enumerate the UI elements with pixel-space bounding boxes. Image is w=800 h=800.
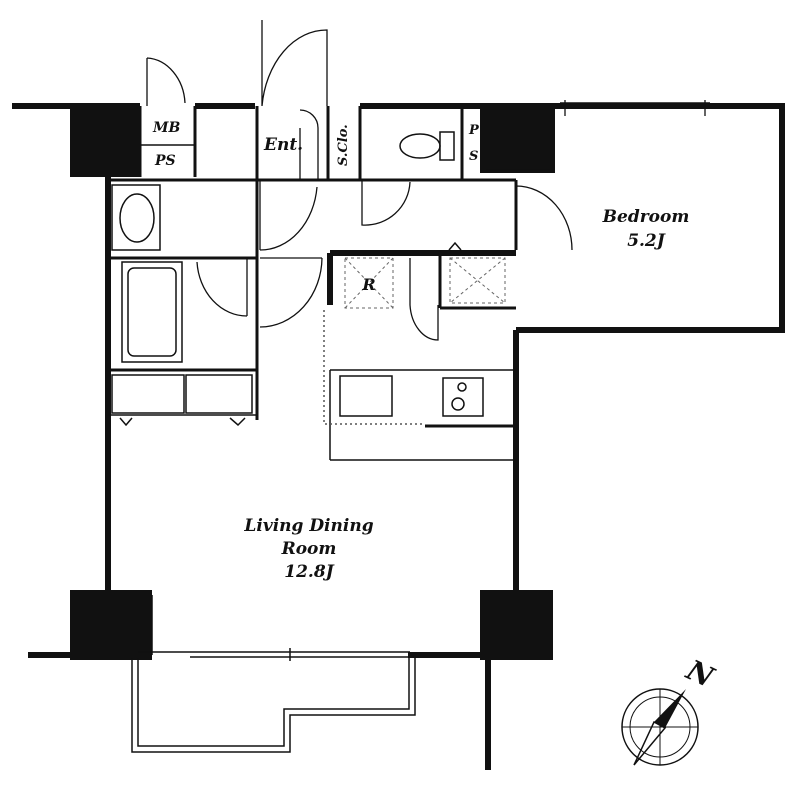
kitchen-sink [339, 375, 393, 417]
living-size-label: 12.8J [284, 562, 334, 582]
balcony [131, 658, 416, 753]
shoe-closet-label: S.Clo. [336, 124, 351, 166]
toilet [399, 133, 441, 159]
windows [138, 100, 710, 661]
ps-right-p-label: P [468, 123, 480, 138]
compass-needle-south [633, 720, 667, 766]
column-top-left [70, 103, 140, 177]
interior-walls [105, 106, 785, 655]
bedroom-size-label: 5.2J [627, 231, 666, 251]
washbasin [119, 193, 155, 243]
entrance-label: Ent. [263, 135, 303, 155]
refrigerator-space [344, 257, 394, 309]
doors [146, 20, 573, 341]
refrigerator-label: R [361, 275, 375, 294]
compass-rose-icon: N [621, 653, 720, 766]
mb-label: MB [152, 120, 180, 136]
structural-walls [12, 103, 785, 770]
cooktop [442, 377, 484, 417]
ps-right-s-label: S [469, 149, 478, 164]
ps-left-label: PS [154, 153, 176, 169]
column-bottom-left [70, 590, 152, 660]
bathtub [127, 267, 177, 357]
column-top-right [480, 103, 555, 173]
room-label: Room [281, 539, 337, 559]
bedroom-name-label: Bedroom [602, 207, 690, 227]
north-label: N [681, 653, 720, 695]
room-labels: MB PS Ent. S.Clo. P S Bedroom 5.2J R Liv… [152, 120, 689, 582]
fixtures [111, 131, 516, 461]
compass-needle-north [654, 689, 686, 728]
washing-machine-space [449, 257, 506, 304]
living-dining-label: Living Dining [243, 516, 373, 536]
column-bottom-right [480, 590, 553, 660]
